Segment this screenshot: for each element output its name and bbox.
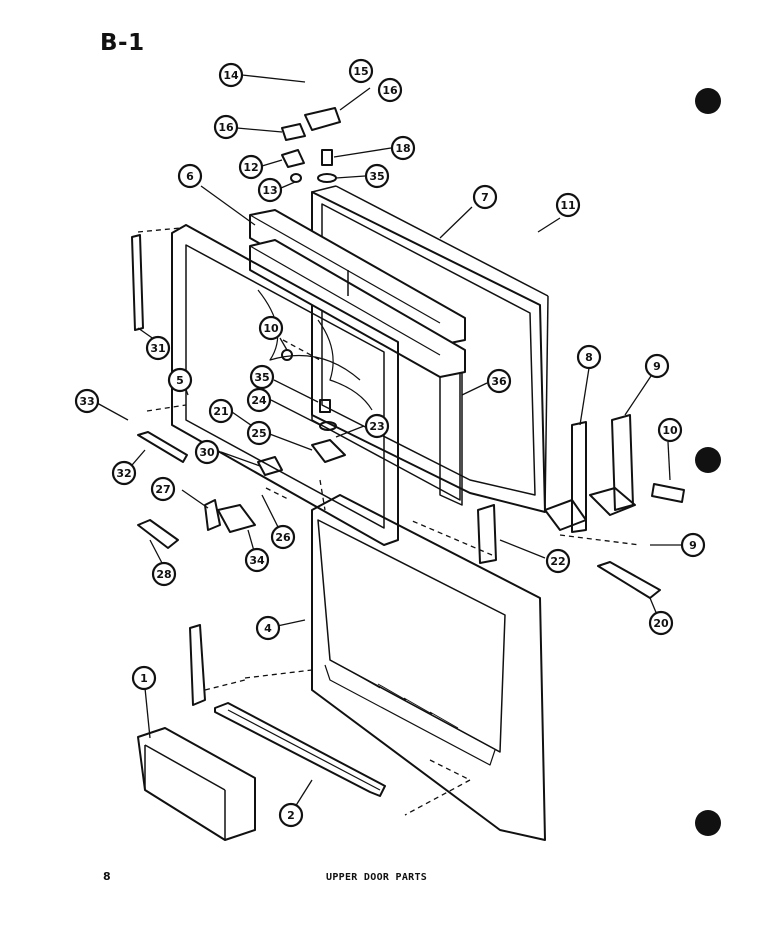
- callout-26: 25: [246, 420, 272, 446]
- callout-32: 32: [111, 460, 137, 486]
- page-code: B-1: [100, 30, 145, 56]
- small-strip: [651, 483, 685, 503]
- callout-18: 16: [213, 114, 239, 140]
- callout-1: 1: [131, 665, 157, 691]
- callout-20: 18: [390, 135, 416, 161]
- svg-text:13: 13: [262, 184, 277, 197]
- svg-text:15: 15: [353, 65, 368, 78]
- shelf-bar: [214, 702, 386, 797]
- callout-28: 27: [150, 476, 176, 502]
- top-hinge: [281, 107, 341, 183]
- door-stop-bracket: [544, 421, 587, 533]
- callout-34: 34: [244, 547, 270, 573]
- svg-text:16: 16: [382, 84, 398, 97]
- callout-27: 26: [270, 524, 296, 550]
- callouts: 14 15 16 16 12 13 18 35 6 7 11 31 5 10 3…: [74, 58, 706, 828]
- callout-4: 4: [255, 615, 281, 641]
- callout-6: 6: [177, 163, 203, 189]
- svg-text:10: 10: [662, 424, 678, 437]
- callout-leaders: [96, 74, 692, 816]
- svg-text:26: 26: [275, 531, 291, 544]
- svg-text:1: 1: [140, 672, 148, 685]
- svg-text:36: 36: [491, 375, 507, 388]
- svg-text:21: 21: [213, 405, 228, 418]
- svg-text:30: 30: [199, 446, 215, 459]
- callout-8: 8: [576, 344, 602, 370]
- callout-10: 9: [680, 532, 706, 558]
- svg-text:9: 9: [653, 360, 661, 373]
- svg-text:32: 32: [116, 467, 131, 480]
- callout-21: 20: [648, 610, 674, 636]
- storage-bin: [137, 727, 256, 841]
- callout-15: 13: [257, 177, 283, 203]
- callout-16: 15: [348, 58, 374, 84]
- svg-text:6: 6: [186, 170, 194, 183]
- cover-plate: [477, 504, 497, 564]
- svg-text:27: 27: [155, 483, 170, 496]
- inner-liner: [311, 494, 546, 841]
- svg-text:8: 8: [585, 351, 593, 364]
- assembly-lines: [137, 227, 641, 816]
- svg-text:24: 24: [251, 394, 267, 407]
- callout-29: 28: [151, 561, 177, 587]
- callout-5: 5: [167, 367, 193, 393]
- svg-text:31: 31: [150, 342, 165, 355]
- svg-text:22: 22: [550, 555, 565, 568]
- svg-text:23: 23: [369, 420, 384, 433]
- callout-35: 35: [364, 163, 390, 189]
- callout-14: 12: [238, 154, 264, 180]
- svg-text:9: 9: [689, 539, 697, 552]
- callout-9: 9: [644, 353, 670, 379]
- svg-text:35: 35: [369, 170, 384, 183]
- breaker-strips: [249, 209, 466, 378]
- callout-17: 14: [218, 62, 244, 88]
- svg-text:11: 11: [560, 199, 575, 212]
- callout-33: 33: [74, 388, 100, 414]
- callout-13: 10: [258, 315, 284, 341]
- svg-text:28: 28: [156, 568, 171, 581]
- svg-text:33: 33: [79, 395, 94, 408]
- trim-strip: [137, 431, 188, 463]
- callout-2: 2: [278, 802, 304, 828]
- support-bracket: [589, 414, 636, 516]
- svg-text:12: 12: [243, 161, 258, 174]
- callout-23: 22: [545, 548, 571, 574]
- callout-30: 30: [194, 439, 220, 465]
- svg-text:25: 25: [251, 427, 266, 440]
- svg-text:34: 34: [249, 554, 265, 567]
- callout-7: 7: [472, 184, 498, 210]
- svg-text:10: 10: [263, 322, 279, 335]
- callout-36: 36: [486, 368, 512, 394]
- door-frame: [171, 224, 399, 546]
- svg-text:16: 16: [218, 121, 234, 134]
- svg-text:2: 2: [287, 809, 295, 822]
- callout-11: 10: [657, 417, 683, 443]
- page-caption: UPPER DOOR PARTS: [326, 872, 428, 883]
- svg-text:20: 20: [653, 617, 669, 630]
- callout-35: 35: [249, 364, 275, 390]
- callout-25: 24: [246, 387, 272, 413]
- gasket-strip: [131, 234, 144, 331]
- registration-dot: [695, 447, 721, 473]
- svg-text:14: 14: [223, 69, 239, 82]
- svg-text:4: 4: [264, 622, 272, 635]
- page-number: 8: [103, 870, 111, 883]
- callout-16: 16: [377, 77, 403, 103]
- latch-hardware: [137, 499, 256, 706]
- svg-text:35: 35: [254, 371, 269, 384]
- callout-12: 11: [555, 192, 581, 218]
- svg-text:5: 5: [176, 374, 184, 387]
- callout-31: 31: [145, 335, 171, 361]
- middle-hinge: [257, 349, 346, 476]
- callout-24: 23: [364, 413, 390, 439]
- registration-dot: [695, 88, 721, 114]
- svg-text:18: 18: [395, 142, 410, 155]
- callout-22: 21: [208, 398, 234, 424]
- svg-text:7: 7: [481, 191, 489, 204]
- registration-dot: [695, 810, 721, 836]
- angle-bracket: [597, 561, 661, 599]
